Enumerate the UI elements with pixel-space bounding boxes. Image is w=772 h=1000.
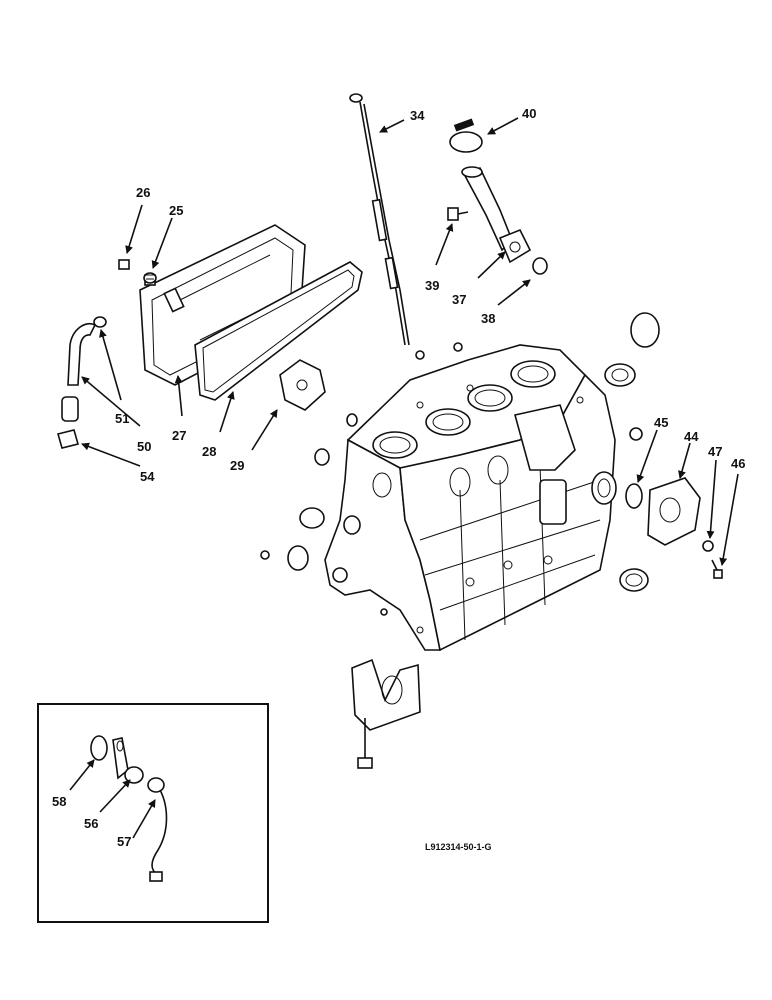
callout-38: 38 bbox=[481, 311, 495, 326]
callout-37: 37 bbox=[452, 292, 466, 307]
callout-29: 29 bbox=[230, 458, 244, 473]
callout-44: 44 bbox=[684, 429, 699, 444]
inset-heater-detail bbox=[37, 703, 269, 923]
callout-39: 39 bbox=[425, 278, 439, 293]
callout-27: 27 bbox=[172, 428, 186, 443]
callout-labels: 34 40 26 25 39 37 38 51 50 54 27 28 29 4… bbox=[52, 106, 745, 852]
callout-40: 40 bbox=[522, 106, 536, 121]
figure-code: L912314-50-1-G bbox=[425, 842, 492, 852]
callout-58: 58 bbox=[52, 794, 66, 809]
water-outlet-assembly bbox=[625, 477, 723, 579]
bearing-cap bbox=[351, 658, 421, 769]
callout-56: 56 bbox=[84, 816, 98, 831]
callout-25: 25 bbox=[169, 203, 183, 218]
engine-block bbox=[324, 344, 617, 652]
callout-28: 28 bbox=[202, 444, 216, 459]
callout-47: 47 bbox=[708, 444, 722, 459]
callout-50: 50 bbox=[137, 439, 151, 454]
callout-46: 46 bbox=[731, 456, 745, 471]
callout-26: 26 bbox=[136, 185, 150, 200]
callout-45: 45 bbox=[654, 415, 668, 430]
leader-lines bbox=[69, 117, 739, 839]
oil-filler-assembly bbox=[447, 118, 548, 275]
callout-54: 54 bbox=[140, 469, 155, 484]
rocker-cover-assembly bbox=[139, 224, 363, 411]
dipstick bbox=[349, 93, 410, 346]
callout-57: 57 bbox=[117, 834, 131, 849]
block-plugs bbox=[260, 312, 660, 616]
callout-34: 34 bbox=[410, 108, 425, 123]
callout-51: 51 bbox=[115, 411, 129, 426]
breather-hardware bbox=[57, 259, 157, 449]
